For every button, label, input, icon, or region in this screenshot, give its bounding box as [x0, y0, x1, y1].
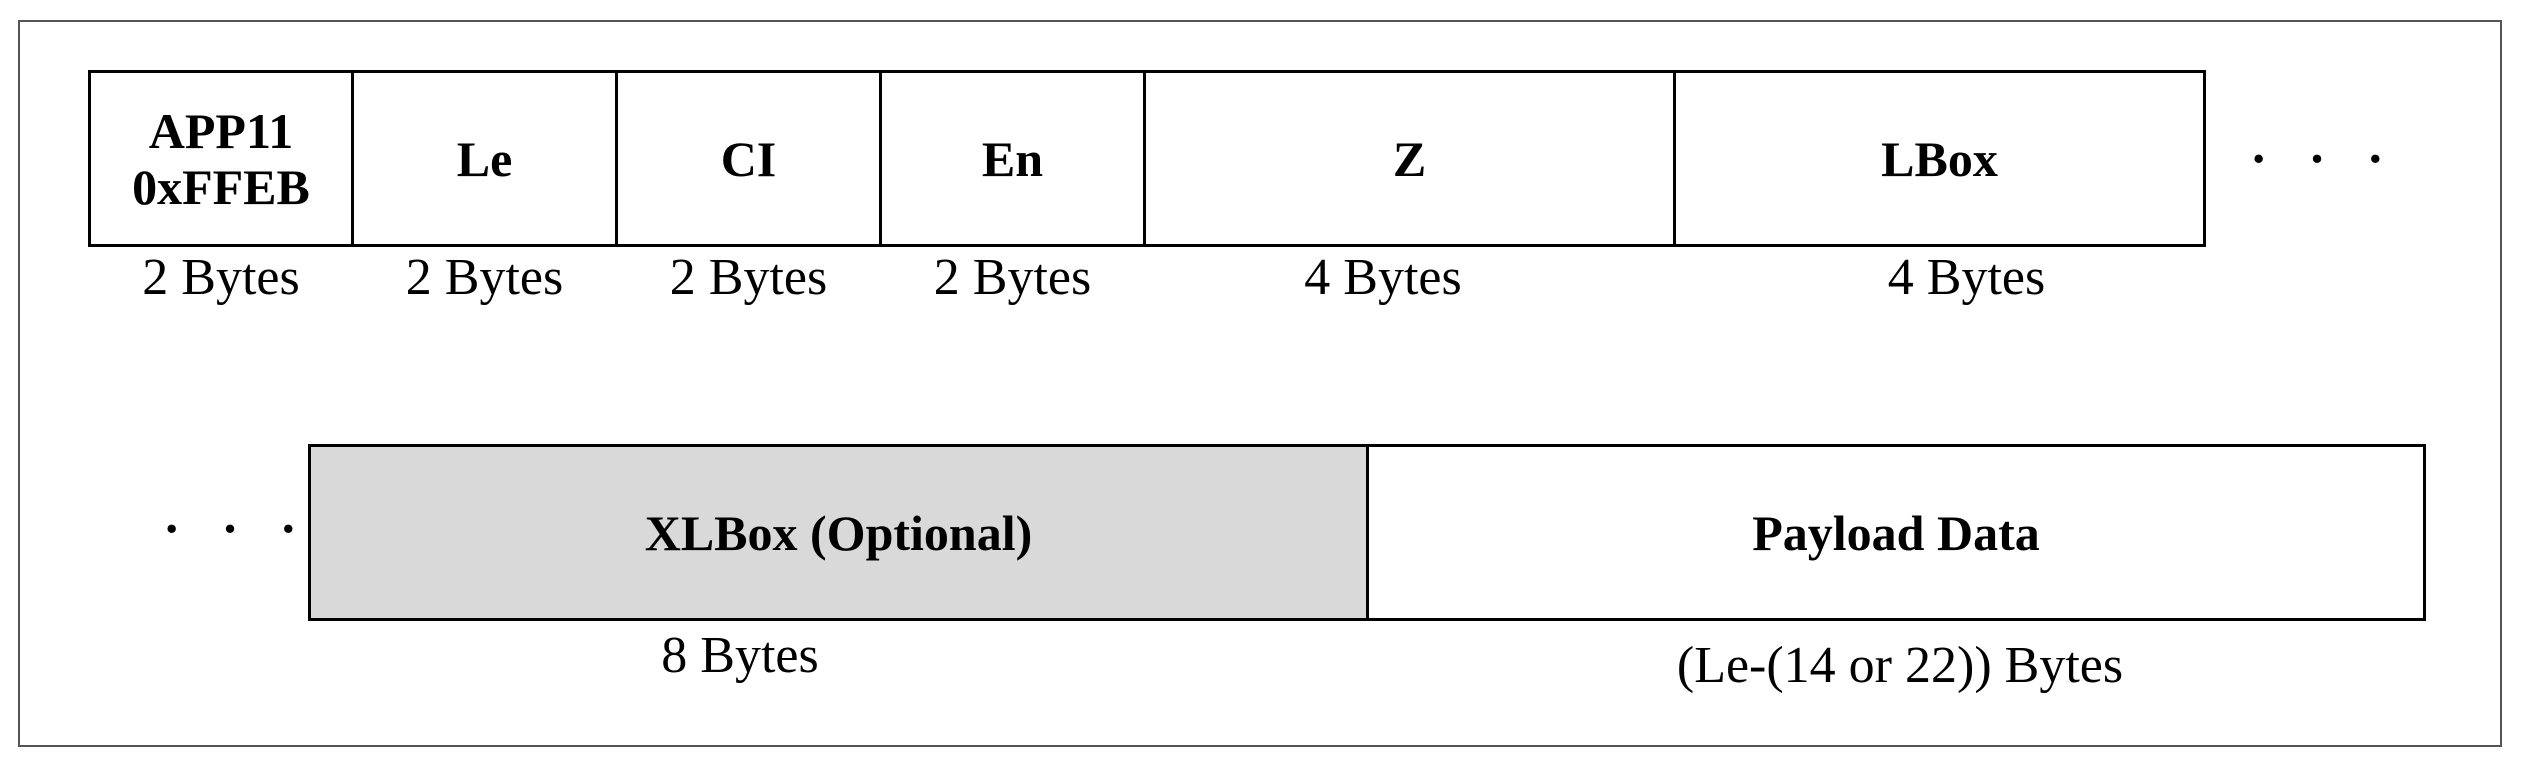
field-payload-size: (Le-(14 or 22)) Bytes — [1676, 637, 2124, 694]
field-le-label: Le — [456, 130, 513, 187]
field-z-size: 4 Bytes — [1304, 249, 1462, 306]
field-ci-label: CI — [720, 130, 777, 187]
segment-header-row: APP11 0xFFEB Le CI En Z LBox — [88, 70, 2206, 247]
field-payload-label: Payload Data — [1752, 504, 2040, 561]
row2-leading-ellipsis: · · · — [163, 501, 312, 558]
field-ci: CI — [615, 70, 882, 247]
field-xlbox-size: 8 Bytes — [661, 627, 819, 684]
segment-payload-row: XLBox (Optional) Payload Data — [308, 444, 2426, 621]
row1-continuation-ellipsis: · · · — [2250, 131, 2399, 188]
field-ci-size: 2 Bytes — [669, 249, 828, 306]
diagram-frame — [18, 20, 2502, 747]
field-payload-data: Payload Data — [1366, 444, 2426, 621]
field-lbox-size: 4 Bytes — [1887, 249, 2046, 306]
field-xlbox-optional: XLBox (Optional) — [308, 444, 1369, 621]
field-z: Z — [1143, 70, 1676, 247]
field-lbox-label: LBox — [1881, 130, 1998, 187]
field-z-label: Z — [1392, 130, 1427, 187]
field-en: En — [879, 70, 1146, 247]
field-le-size: 2 Bytes — [405, 249, 564, 306]
field-app11-marker: APP11 0xFFEB — [88, 70, 354, 247]
field-app11-size: 2 Bytes — [142, 249, 300, 306]
field-le: Le — [351, 70, 618, 247]
field-en-size: 2 Bytes — [933, 249, 1092, 306]
field-app11-label: APP11 0xFFEB — [132, 102, 310, 215]
field-xlbox-label: XLBox (Optional) — [644, 504, 1033, 561]
field-lbox: LBox — [1673, 70, 2206, 247]
field-en-label: En — [981, 130, 1044, 187]
